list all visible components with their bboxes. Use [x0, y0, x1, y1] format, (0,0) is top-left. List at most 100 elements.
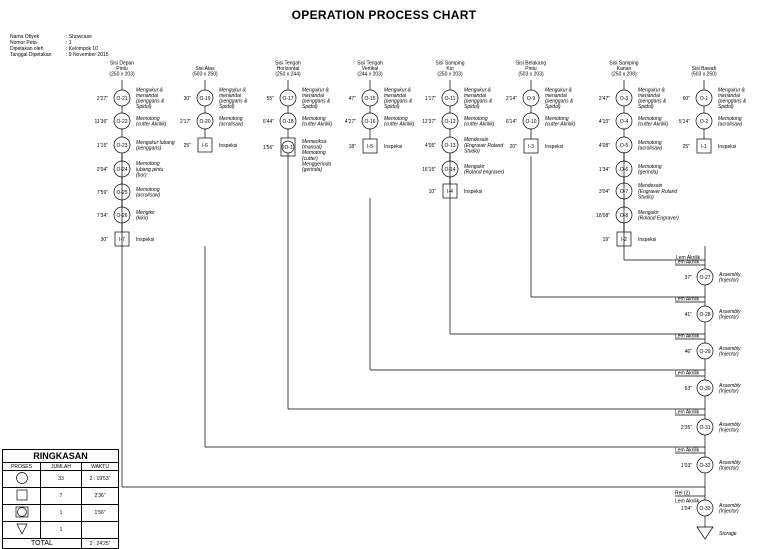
step-description: Inspeksi [545, 144, 563, 150]
step-description: Memotong(cutter Akrilik) [302, 116, 333, 128]
step-code: I-6 [202, 143, 208, 149]
step-description: Mengukur &menandai(penggaris &Spidol) [219, 87, 248, 110]
step-code: O-28 [699, 312, 710, 318]
step-code: O-32 [699, 463, 710, 469]
step-time: 2'27" [97, 96, 108, 102]
step-time: 6'44" [263, 119, 274, 125]
step-time: 11'36" [95, 119, 109, 125]
inspection-box [523, 138, 539, 154]
column-heading: Sisi Bawah(503 x 250) [691, 66, 717, 78]
step-code: O-15 [364, 96, 375, 102]
step-code: O-31 [699, 425, 710, 431]
step-description: Assembly(Injector) [718, 272, 741, 284]
step-description: Inspeksi [718, 144, 736, 150]
combined-symbol-cell [2, 504, 41, 522]
inspection-box [362, 138, 378, 154]
step-description: Memeriksa(manual)Memotong(cutter)Mengger… [302, 139, 331, 173]
step-time: 1'34" [599, 167, 610, 173]
step-time: 2'17" [180, 119, 191, 125]
step-description: Mengukur &menandai(penggaris &Spidol) [302, 87, 331, 110]
step-time: 37" [685, 275, 693, 281]
step-code: O-21 [116, 96, 127, 102]
step-code: O-3 [620, 96, 629, 102]
step-time: 3'04" [599, 189, 610, 195]
step-time: 18" [349, 144, 357, 150]
step-time: 47" [349, 96, 357, 102]
summary-row: 1 [2, 521, 119, 539]
step-code: O-27 [699, 275, 710, 281]
step-description: Mengukur &menandai(penggaris &Spidol) [545, 87, 574, 110]
material-label: Lem Akrilik [675, 260, 700, 266]
step-code: O-1 [700, 96, 709, 102]
step-description: Memotong(cutter Akrilik) [464, 116, 495, 128]
step-description: Assembly(Injector) [718, 503, 741, 515]
step-time: 20" [510, 144, 518, 150]
step-time: 60" [683, 96, 691, 102]
step-time: 2'47" [599, 96, 610, 102]
summary-row: 1 1'56" [2, 504, 119, 522]
summary-header: JUMLAH [40, 462, 82, 471]
step-description: Memotong(acrolisaw) [638, 140, 663, 152]
circle-icon [15, 472, 28, 484]
step-description: Mengukir(Roland Engraver) [638, 210, 679, 222]
step-time: 41" [685, 312, 693, 318]
inspection-box [197, 137, 213, 153]
step-time: 4'10" [599, 119, 610, 125]
step-time: 19" [603, 237, 611, 243]
step-description: Mengukur &menandai(penggaris &Spidol) [464, 87, 493, 110]
step-time: 7'59" [97, 190, 108, 196]
step-description: Mengukur &menandai(penggaris &Spidol) [384, 87, 413, 110]
step-time: 4'08" [599, 143, 610, 149]
step-description: Memotong(cutter Akrilik) [384, 116, 415, 128]
step-code: O-18 [282, 119, 293, 125]
step-code: O-5 [620, 143, 629, 149]
step-time: 16'15" [422, 167, 436, 173]
step-time: 1'56" [263, 145, 274, 151]
step-code: O-2 [700, 119, 709, 125]
step-description: Inspeksi [638, 237, 656, 243]
step-code: O-33 [699, 506, 710, 512]
summary-row: 33 2 : 19'53" [2, 470, 119, 488]
step-time: 4'27" [345, 119, 356, 125]
step-description: Memotong(cutter Akrilik) [638, 116, 669, 128]
step-time: 25" [184, 143, 192, 149]
material-label: Lem Akrilik [675, 499, 700, 505]
step-time: 18'08" [596, 213, 610, 219]
step-time: 1'04" [681, 506, 692, 512]
column-heading: Sisi Atas(503 x 250) [192, 66, 218, 78]
step-description: Mengikir(kikir) [136, 210, 155, 222]
square-icon [16, 489, 27, 501]
step-description: Inspeksi [136, 237, 154, 243]
step-description: Inspeksi [464, 189, 482, 195]
step-time: 5'14" [679, 119, 690, 125]
storage-symbol-cell [2, 521, 41, 539]
info-row: Nomor Peta: 1 [10, 40, 72, 46]
step-code: I-5 [367, 144, 373, 150]
step-code: O-22 [116, 119, 127, 125]
step-time: 2'35" [681, 425, 692, 431]
step-code: O-11 [445, 96, 456, 102]
step-time: 25" [683, 144, 691, 150]
inspection-box [696, 138, 712, 154]
step-description: Memotong(acrolisaw) [718, 116, 743, 128]
step-code: I-3 [528, 144, 534, 150]
step-description: Memotong(acrolisaw) [219, 116, 244, 128]
info-row: Nama Obyek: Showcase [10, 34, 92, 40]
info-row: Dipetakan oleh: Kelompok 10 [10, 46, 98, 52]
step-description: Memotong(cutter Akrilik) [136, 116, 167, 128]
inspection-symbol-cell [2, 487, 41, 505]
step-description: Assembly(Injector) [718, 383, 741, 395]
storage-label: Storage [719, 531, 737, 537]
combined-icon [15, 506, 28, 518]
storage-triangle [696, 526, 714, 540]
step-code: O-30 [699, 386, 710, 392]
step-description: Mengukur &menandai(penggaris &Spidol) [718, 87, 747, 110]
step-code: O-17 [282, 96, 293, 102]
material-label: Rel (2) [675, 491, 690, 497]
